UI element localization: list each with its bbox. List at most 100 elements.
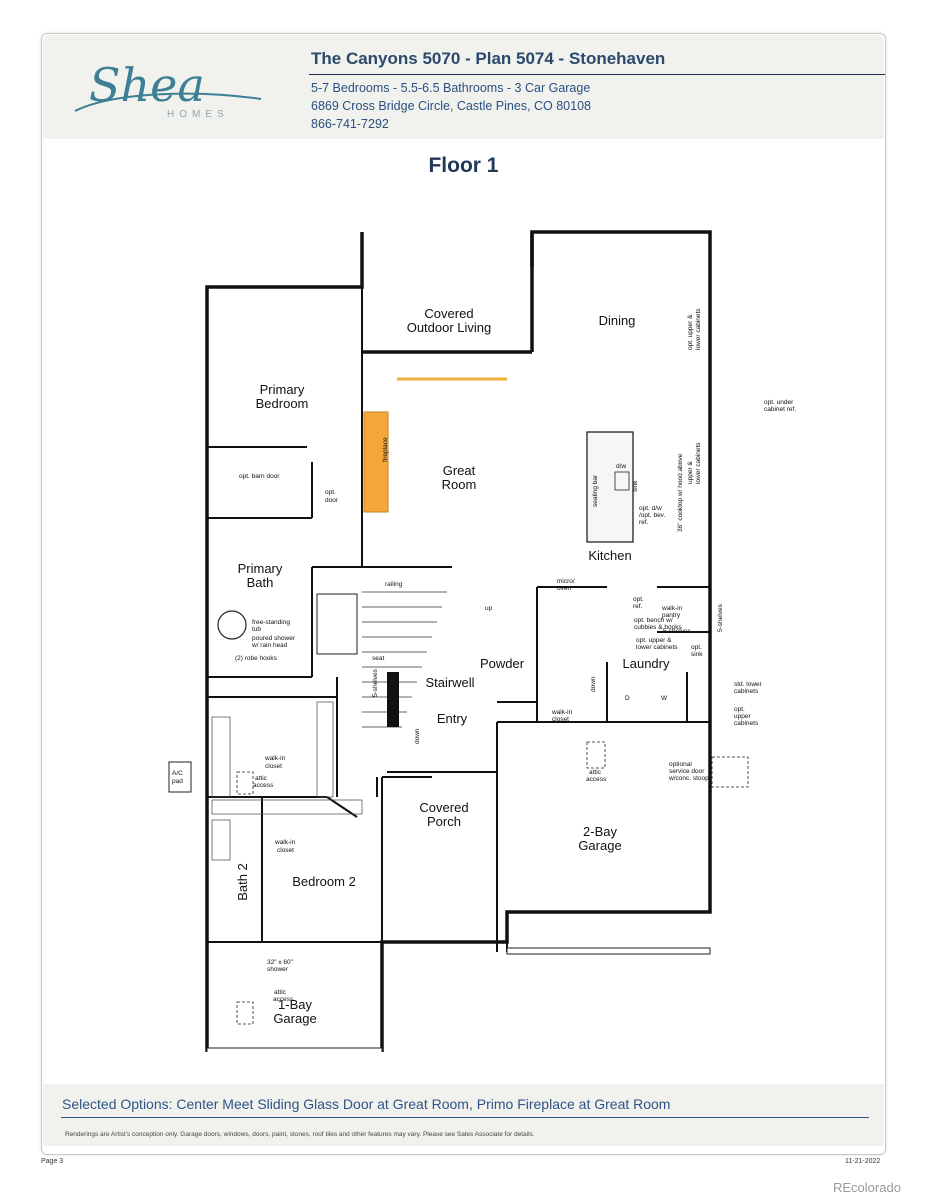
shower-note-1: poured shower <box>252 635 296 642</box>
bath2-closet-note-2: closet <box>277 847 294 854</box>
opt-upper-note-2: upper <box>734 713 751 720</box>
page-number: Page 3 <box>41 1158 64 1165</box>
laundry-label: Laundry <box>623 656 670 671</box>
garage-door-2-bay <box>506 947 711 955</box>
garage1-attic-note-2: access <box>273 996 294 1003</box>
pantry-note-1: walk-in <box>661 605 683 612</box>
railing-note: railing <box>385 581 403 588</box>
stair-shelves-note: 5-shelves <box>372 668 379 697</box>
plan-address: 6869 Cross Bridge Circle, Castle Pines, … <box>311 99 591 113</box>
kitchen-island <box>586 431 634 543</box>
bedroom2-label: Bedroom 2 <box>292 874 356 889</box>
garage1-attic-note-1: attic <box>274 989 287 996</box>
tub-note-1: free-standing <box>252 619 290 626</box>
seat-note: seat <box>372 655 384 662</box>
std-lower-note-2: cabinets <box>734 688 759 695</box>
exterior-walls <box>205 230 712 1052</box>
up-note: up <box>485 605 493 612</box>
pantry-note-2: pantry <box>662 612 681 619</box>
attic-access-garage1 <box>236 1001 254 1025</box>
cooktop-note: 36" cooktop w/ hood above <box>677 453 684 532</box>
service-door-stoop <box>711 756 749 788</box>
opt-upper-note-3: cabinets <box>734 720 759 727</box>
header-band: Shea HOMES The Canyons 5070 - Plan 5074 … <box>43 35 885 139</box>
garage2-label-2: Garage <box>578 838 621 853</box>
stair-runs <box>362 591 447 728</box>
sink-note: sink <box>632 480 639 492</box>
covered-outdoor-label-2: Outdoor Living <box>407 320 492 335</box>
primary-bath-label-1: Primary <box>238 561 283 576</box>
down-note: down <box>414 728 421 744</box>
garage2-label-1: 2-Bay <box>583 824 617 839</box>
closet-note-2: closet <box>265 763 282 770</box>
covered-porch-label-2: Porch <box>427 814 461 829</box>
garage-door-1-bay <box>206 1047 383 1052</box>
opt-sink-note-1: opt. <box>691 644 702 651</box>
footer-rule <box>61 1117 869 1118</box>
svc-door-note-3: w/conc. stoop <box>668 775 709 782</box>
print-date: 11-21-2022 <box>845 1158 881 1165</box>
primary-bath-label-2: Bath <box>247 575 274 590</box>
plan-title: The Canyons 5070 - Plan 5074 - Stonehave… <box>311 49 666 68</box>
fireplace-note: fireplace <box>382 437 389 462</box>
dw-note: d/w <box>616 463 626 470</box>
closet-note-1: walk-in <box>264 755 286 762</box>
svc-door-note-2: service door <box>669 768 705 775</box>
floor-plan-sheet: Shea HOMES The Canyons 5070 - Plan 5074 … <box>41 33 886 1155</box>
opt-dw-note-1: opt. d/w <box>639 505 662 512</box>
entry-label: Entry <box>437 711 468 726</box>
stair-post <box>387 672 399 727</box>
covered-outdoor-label-1: Covered <box>424 306 473 321</box>
powder-closet-note-2: closet <box>552 716 569 723</box>
powder-label: Powder <box>480 656 525 671</box>
micro-note-1: micro/ <box>557 578 575 585</box>
room-labels: Covered Outdoor Living Dining Primary Be… <box>235 306 670 1026</box>
ac-note-2: pad <box>172 778 183 785</box>
disclaimer: Renderings are Artist's conception only.… <box>65 1131 535 1138</box>
logo-swoosh <box>74 92 262 112</box>
std-lower-note-1: std. lower <box>734 681 763 688</box>
plan-specs: 5-7 Bedrooms - 5.5-6.5 Bathrooms - 3 Car… <box>311 81 591 95</box>
garage-attic-note-1: attic <box>589 769 602 776</box>
shower32-note-1: 32" x 60" <box>267 959 294 966</box>
kitchen-cab-note-1: upper & <box>687 461 694 484</box>
micro-note-2: oven <box>557 585 571 592</box>
garage-attic-note-2: access <box>586 776 607 783</box>
attic-access-garage2 <box>586 741 606 769</box>
bath2-label: Bath 2 <box>235 863 250 901</box>
upper-lower-note-2: lower cabinets <box>636 644 678 651</box>
great-room-label-1: Great <box>443 463 476 478</box>
bench-note-1: opt. bench w/ <box>634 617 673 624</box>
recolorado-watermark: REcolorado <box>833 1180 901 1195</box>
bench-note-2: cubbies & hooks <box>634 624 682 631</box>
closet-hanging-rods <box>211 701 363 861</box>
shower32-note-2: shower <box>267 966 289 973</box>
barn-door-note: opt. barn door <box>239 473 280 480</box>
laundry-shelves-note: 5-shelves <box>717 603 724 632</box>
island-sink-basin <box>614 471 630 491</box>
powder-closet-note-1: walk-in <box>551 709 573 716</box>
attic-access-closet <box>236 771 254 795</box>
laundry-down-note: down <box>590 676 597 692</box>
dining-label: Dining <box>599 313 636 328</box>
dining-cab-note-1: opt. upper & <box>687 314 694 350</box>
opt-door-note-1: opt. <box>325 489 336 496</box>
kitchen-label: Kitchen <box>588 548 631 563</box>
primary-bedroom-label-1: Primary <box>260 382 305 397</box>
logo-word: Shea <box>89 58 205 112</box>
ac-pad-box <box>168 761 192 793</box>
plan-phone: 866-741-7292 <box>311 117 389 131</box>
opt-dw-note-2: /opt. bev. <box>639 512 665 519</box>
great-room-label-2: Room <box>442 477 477 492</box>
garage1-label-2: Garage <box>273 1011 316 1026</box>
attic-note-2: access <box>253 782 274 789</box>
under-cab-note-2: cabinet ref. <box>764 406 796 413</box>
tub-note-2: tub <box>252 626 261 633</box>
opt-upper-note-1: opt. <box>734 706 745 713</box>
floor-plan-drawing: Covered Outdoor Living Dining Primary Be… <box>168 230 796 1052</box>
opt-dw-note-3: ref. <box>639 519 649 526</box>
pantry-shelves-note: 5-shelves <box>663 628 692 635</box>
opt-ref-note-1: opt. <box>633 596 644 603</box>
covered-porch-label-1: Covered <box>419 800 468 815</box>
logo-sub: HOMES <box>167 109 229 120</box>
